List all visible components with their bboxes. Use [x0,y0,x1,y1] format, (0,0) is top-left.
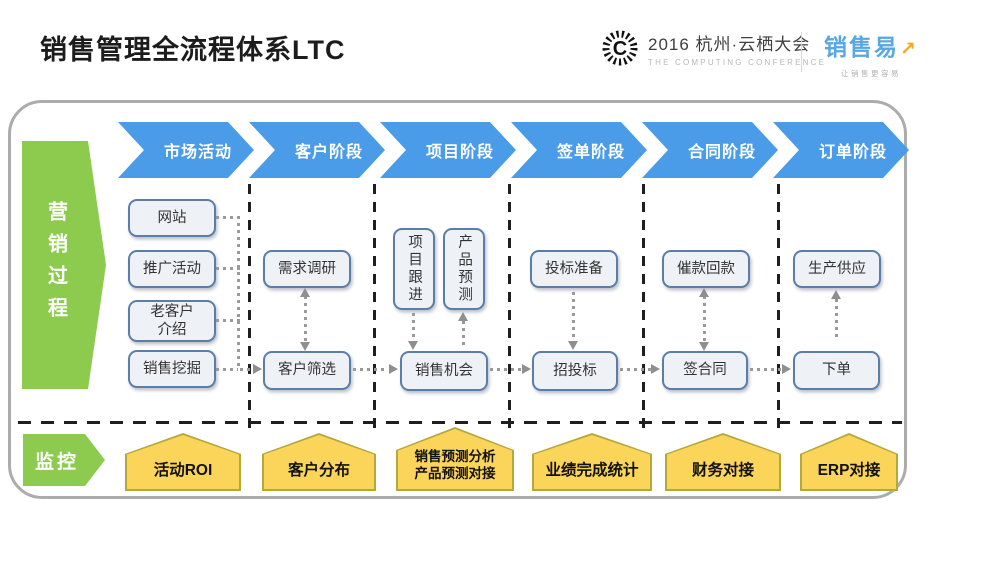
column-separator [777,184,780,430]
box-product-forecast: 产品预测 [443,228,485,310]
monitor-banner: 监控 [23,434,105,486]
arrowhead-down-opportunity [408,341,418,350]
column-separator [248,184,251,430]
column-separator [373,184,376,430]
stage-arrow-customer: 客户阶段 [249,122,385,178]
monitor-separator [18,421,902,424]
box-customer-screening: 客户筛选 [263,351,351,390]
connector-sign-order [750,368,781,371]
connector-website [216,216,240,219]
connector-collector [237,216,240,370]
arrowhead-down-bidding [568,341,578,350]
box-demand-research: 需求调研 [263,250,351,288]
box-project-follow: 项目跟进 [393,228,435,310]
svg-text:C: C [613,38,627,60]
arrowhead-up-forecast [458,312,468,321]
logo-divider [801,32,802,72]
arrowhead-up-research [300,288,310,297]
box-payment-collection: 催款回款 [662,250,750,288]
diagram-frame [8,100,907,499]
box-production-supply: 生产供应 [793,250,881,288]
connector-opportunity-bidding [490,368,521,371]
arrowhead-up-collection [699,288,709,297]
process-banner: 营销过程 [22,141,106,389]
arrowhead-to-order [782,364,791,374]
conference-logo: C 2016 杭州·云栖大会 THE COMPUTING CONFERENCE [600,28,826,68]
box-website: 网站 [128,199,216,237]
conference-logo-icon: C [602,30,638,66]
arrowhead-to-screening [253,364,262,374]
connector-bidprep-bidding [572,292,575,341]
connector-follow-opportunity [412,313,415,341]
box-sales-mining: 销售挖掘 [128,350,216,388]
arrowhead-to-sign [651,364,660,374]
box-referral: 老客户 介绍 [128,300,216,342]
monitor-banner-label: 监控 [34,451,79,473]
connector-research-screening [304,296,307,343]
connector-referral [216,319,240,322]
connector-bidding-sign [620,368,651,371]
box-promotion: 推广活动 [128,250,216,288]
page-title: 销售管理全流程体系LTC [40,35,346,65]
brand-slogan: 让销售更容易 [841,69,901,78]
arrowhead-to-bidding [522,364,531,374]
brand-logo: 销售易↗ 让销售更容易 [816,28,926,79]
column-separator [642,184,645,430]
column-separator [508,184,511,430]
arrowhead-to-opportunity [389,364,398,374]
box-bid-preparation: 投标准备 [530,250,618,288]
connector-screening-opportunity [353,368,387,371]
arrowhead-up-production [831,290,841,299]
stage-arrow-market: 市场活动 [118,122,254,178]
box-sign-contract: 签合同 [662,351,748,390]
brand-arrow-icon: ↗ [900,39,918,60]
conference-name: 2016 杭州·云栖大会 [648,34,811,54]
connector-to-screening [240,368,255,371]
arrowhead-down-screening [300,342,310,351]
process-banner-label: 营销过程 [44,201,67,329]
connector-opportunity-forecast [462,321,465,349]
connector-order-production [835,299,838,341]
box-sales-opportunity: 销售机会 [400,351,488,391]
conference-subtitle: THE COMPUTING CONFERENCE [648,57,827,67]
connector-promotion [216,267,240,270]
box-place-order: 下单 [793,351,880,390]
connector-mining [216,368,238,371]
connector-collection-sign [703,296,706,343]
brand-name: 销售易 [824,34,900,60]
arrowhead-down-sign [699,342,709,351]
box-bidding: 招投标 [532,351,618,391]
